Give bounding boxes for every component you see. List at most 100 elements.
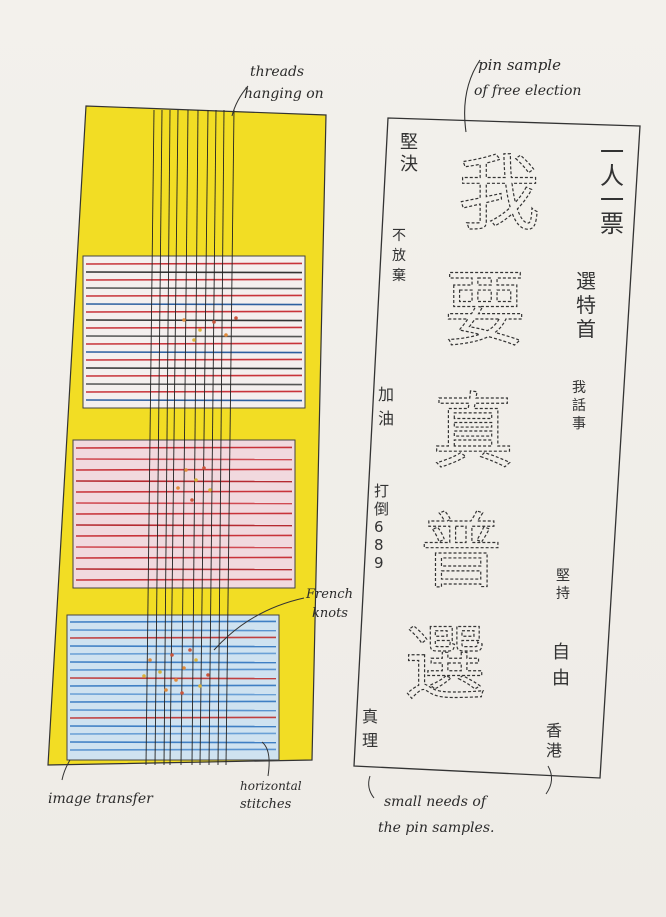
vertical-thread	[225, 109, 235, 766]
annotation-french-knots-line2: knots	[312, 606, 348, 621]
slogan-truth: 理	[362, 731, 378, 750]
horizontal-stitch	[85, 399, 303, 402]
vertical-thread	[208, 109, 217, 766]
french-knot	[202, 466, 206, 470]
slogan-one-person-one-vote: 一	[600, 138, 624, 166]
french-knots-pointer	[213, 597, 305, 651]
slogan-down-with-689: 9	[374, 554, 384, 572]
slogan-never-give-up: 不	[392, 228, 406, 244]
french-knot	[176, 486, 180, 490]
french-knot	[212, 320, 216, 324]
slogan-one-person-one-vote: 一	[600, 186, 624, 214]
vertical-thread	[199, 109, 209, 766]
horizontal-stitch	[69, 748, 277, 751]
horizontal-stitch	[85, 367, 303, 370]
horizontal-stitch	[75, 546, 293, 549]
slogan-we-decide: 事	[572, 416, 586, 432]
horizontal-stitch	[69, 629, 277, 632]
horizontal-stitch	[75, 578, 293, 581]
slogan-down-with-689: 8	[374, 536, 384, 554]
horizontal-stitch	[85, 351, 303, 354]
annotation-image-transfer-text: image transfer	[48, 791, 154, 807]
slogan-down-with-689: 倒	[374, 500, 389, 518]
french-knot	[194, 478, 198, 482]
horizontal-stitch	[69, 636, 277, 639]
annotation-threads: threads hanging on	[231, 64, 324, 117]
slogan-add-oil: 油	[378, 409, 394, 428]
horizontal-stitch	[75, 568, 293, 571]
small-needs-bracket-left	[368, 775, 375, 799]
french-knot	[192, 338, 196, 342]
slogan-elect-chief: 首	[576, 317, 596, 341]
horizontal-stitch	[85, 287, 303, 290]
annotation-pin-sample-line2: of free election	[474, 83, 581, 99]
horizontal-stitch	[85, 383, 303, 386]
horizontal-stitch	[85, 358, 303, 361]
french-knot	[164, 688, 168, 692]
french-knot	[198, 684, 202, 688]
annotation-french-knots-line1: French	[305, 587, 353, 602]
annotation-horizontal-stitches-line1: horizontal	[240, 779, 302, 793]
threads-pointer	[231, 85, 249, 117]
slogan-one-person-one-vote: 票	[600, 210, 624, 238]
slogan-determined: 決	[400, 154, 418, 175]
slogan-elect-chief: 特	[576, 293, 596, 317]
banner-main-char: 選	[404, 617, 486, 712]
french-knot	[148, 658, 152, 662]
french-knot	[194, 658, 198, 662]
banner-main-char: 我	[458, 147, 540, 242]
banner-frame	[353, 117, 641, 779]
annotation-small-needs-line1: small needs of	[384, 794, 489, 810]
slogan-persist: 持	[556, 586, 570, 602]
pin-sample-bracket	[464, 59, 481, 133]
french-knots	[142, 316, 238, 695]
horizontal-stitch	[69, 732, 277, 735]
french-knot	[174, 678, 178, 682]
horizontal-stitch	[69, 700, 277, 703]
french-knot	[170, 653, 174, 657]
french-knot	[158, 670, 162, 674]
slogan-we-decide: 話	[572, 397, 586, 414]
vertical-thread	[191, 109, 199, 766]
horizontal-stitch	[85, 262, 303, 265]
french-knot	[182, 666, 186, 670]
french-knot	[224, 333, 228, 337]
french-knot	[182, 318, 186, 322]
horizontal-stitch	[75, 534, 293, 537]
horizontal-stitch	[75, 556, 293, 559]
slogan-down-with-689: 6	[374, 518, 384, 536]
horizontal-stitch	[85, 390, 303, 393]
slogan-down-with-689: 打	[374, 482, 389, 500]
image-transfer-pointer	[61, 759, 71, 781]
horizontal-stitch	[85, 278, 303, 281]
horizontal-stitch	[85, 342, 303, 345]
slogan-never-give-up: 放	[392, 248, 406, 264]
slogan-persist: 堅	[556, 568, 570, 584]
annotation-french-knots: French knots	[213, 587, 353, 651]
french-knot	[190, 498, 194, 502]
horizontal-stitch	[69, 693, 277, 696]
horizontal-stitch	[85, 271, 303, 274]
french-knot	[188, 648, 192, 652]
horizontal-stitch	[85, 374, 303, 377]
horizontal-stitch	[69, 677, 277, 680]
slogan-freedom: 自	[552, 642, 570, 663]
annotation-threads-line2: hanging on	[244, 86, 324, 102]
horizontal-stitch	[69, 716, 277, 719]
slogan-add-oil: 加	[378, 385, 394, 404]
horizontal-stitch	[85, 319, 303, 322]
annotation-image-transfer: image transfer	[48, 759, 154, 807]
french-knot	[206, 673, 210, 677]
horizontal-stitch	[85, 303, 303, 306]
annotation-small-needs-line2: the pin samples.	[378, 820, 494, 836]
slogan-truth: 真	[362, 707, 378, 726]
annotation-pin-sample: pin sample of free election	[464, 56, 581, 133]
banner-main-char: 要	[444, 263, 526, 358]
french-knot	[234, 316, 238, 320]
stripe-block-bottom	[66, 614, 280, 761]
french-knot	[184, 468, 188, 472]
